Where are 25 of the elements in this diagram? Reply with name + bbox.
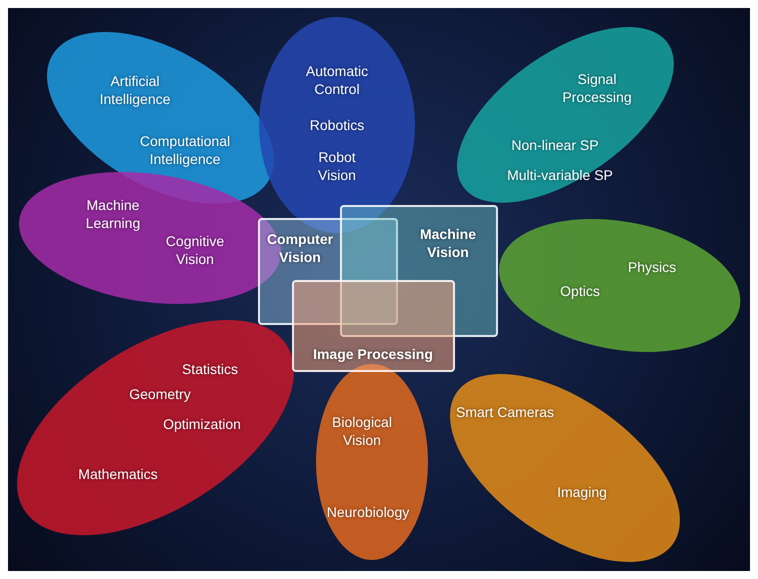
topic-label: Signal Processing (561, 70, 633, 106)
topic-label: Non-linear SP (510, 136, 600, 154)
topic-label: Machine Learning (84, 196, 142, 232)
topic-label: Optics (559, 282, 601, 300)
panel-title: Image Processing (312, 345, 434, 363)
topic-label: Cognitive Vision (164, 232, 226, 268)
topic-label: Smart Cameras (454, 402, 556, 421)
topic-label: Robot Vision (317, 148, 357, 184)
overlap-panel (292, 280, 455, 372)
topic-label: Geometry (128, 384, 192, 403)
panel-title: Machine Vision (418, 225, 477, 261)
topic-label: Multi-variable SP (506, 166, 614, 184)
topic-label: Artificial Intelligence (98, 72, 172, 108)
topic-label: Statistics (180, 360, 239, 378)
topic-label: Neurobiology (326, 503, 410, 521)
topic-label: Optimization (162, 414, 242, 433)
topic-label: Robotics (308, 116, 366, 134)
overlap-panel (340, 205, 498, 337)
topic-label: Biological Vision (331, 413, 393, 449)
panel-title: Computer Vision (266, 230, 334, 266)
topic-label: Mathematics (77, 464, 159, 483)
topic-label: Physics (626, 258, 678, 276)
topic-label: Imaging (556, 482, 608, 501)
topic-label: Computational Intelligence (138, 132, 232, 168)
topic-label: Automatic Control (304, 62, 370, 98)
